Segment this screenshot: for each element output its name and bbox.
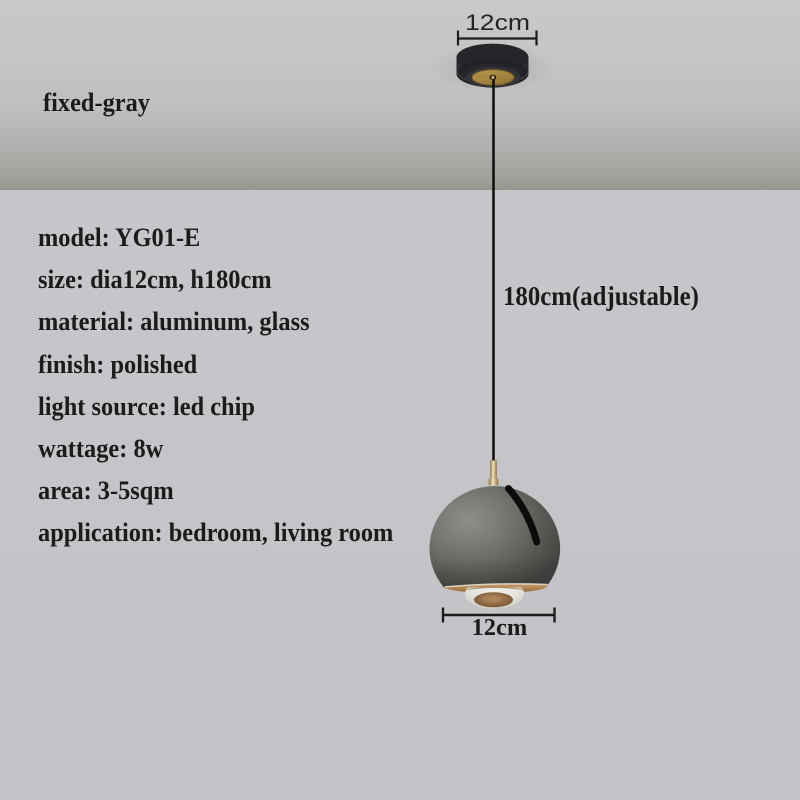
svg-text:12cm: 12cm xyxy=(465,10,530,35)
